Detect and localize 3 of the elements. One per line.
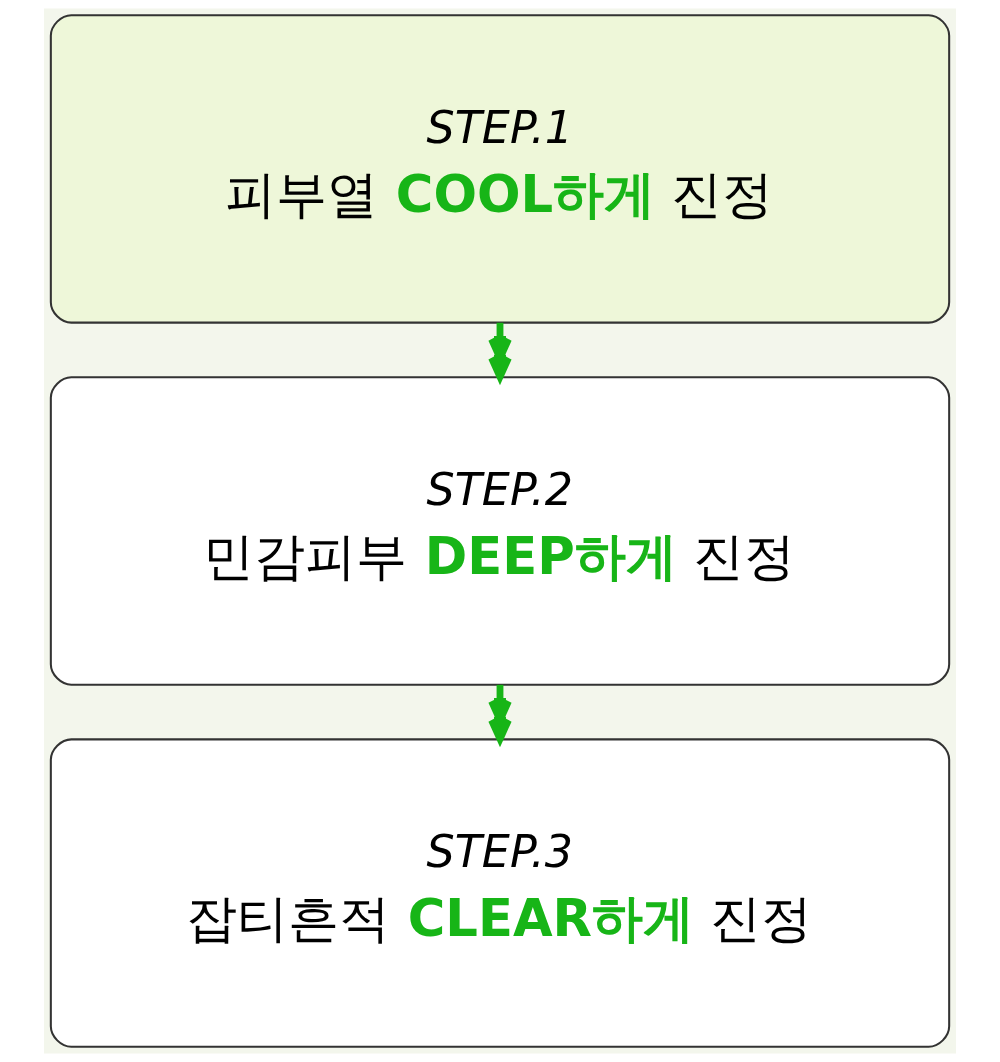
node-box: STEP.3 잡티흔적 CLEAR하게 진정 — [49, 738, 951, 1048]
node-box: STEP.2 민감피부 DEEP하게 진정 — [49, 376, 951, 686]
node-box: STEP.1 피부열 COOL하게 진정 — [49, 14, 951, 324]
